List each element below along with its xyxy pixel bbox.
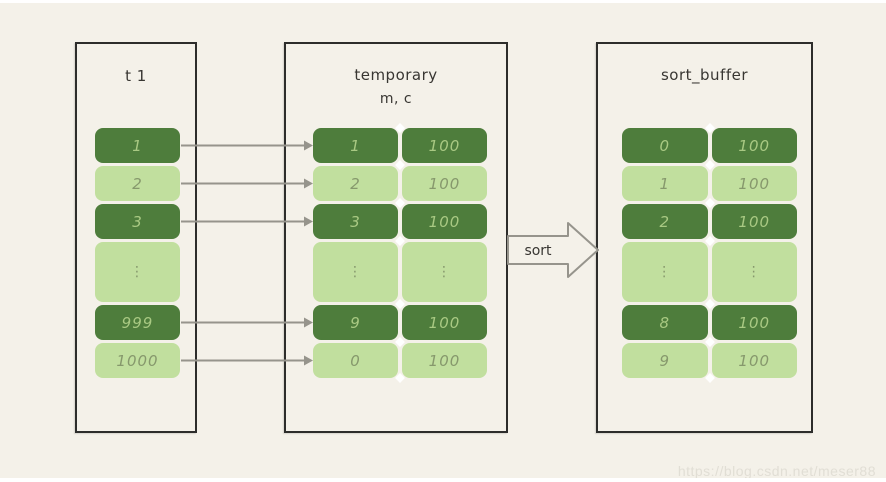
record-row: 3 [95, 204, 180, 239]
record-cell: 0 [313, 343, 398, 378]
record-cell: 9 [313, 305, 398, 340]
ellipsis-cell: ⋮ [711, 242, 797, 302]
sort-arrow-shape [507, 222, 599, 278]
table-t1-title: t 1 [125, 67, 147, 85]
record-cell: 3 [313, 204, 398, 239]
sort-buffer-title: sort_buffer [660, 66, 749, 84]
record-cell: 100 [402, 343, 487, 378]
record-cell: 100 [711, 204, 797, 239]
record-cell: 2 [622, 204, 708, 239]
ellipsis-cell: ⋮ [402, 242, 487, 302]
record-cell: 100 [402, 128, 487, 163]
record-cell: 8 [622, 305, 708, 340]
record-cell: 100 [711, 343, 797, 378]
sort-arrow: sort [507, 222, 599, 278]
record-cell: 2 [95, 166, 180, 201]
temporary-table-fields-label: m, c [379, 91, 413, 107]
record-cell: 100 [711, 166, 797, 201]
record-cell: 9 [622, 343, 708, 378]
record-cell: 100 [402, 305, 487, 340]
record-cell: 100 [402, 204, 487, 239]
top-edge-strip [0, 0, 886, 3]
record-cell: 100 [402, 166, 487, 201]
record-row: 2 [95, 166, 180, 201]
record-row: ⋮ [95, 242, 180, 302]
record-cell: 1 [313, 128, 398, 163]
record-cell: 1 [622, 166, 708, 201]
record-cell: 1 [95, 128, 180, 163]
temporary-table-title-line: temporary [354, 66, 438, 84]
record-row: ⋮⋮ [622, 242, 797, 302]
record-cell: 999 [95, 305, 180, 340]
record-cell: 3 [95, 204, 180, 239]
record-row: 1 [95, 128, 180, 163]
ellipsis-cell: ⋮ [313, 242, 398, 302]
record-cell: 100 [711, 128, 797, 163]
ellipsis-cell: ⋮ [95, 242, 180, 302]
record-row: 1000 [95, 343, 180, 378]
record-cell: 1000 [95, 343, 180, 378]
record-cell: 2 [313, 166, 398, 201]
record-row: ⋮⋮ [313, 242, 487, 302]
record-row: 999 [95, 305, 180, 340]
sort-arrow-label: sort [524, 243, 552, 259]
record-cell: 100 [711, 305, 797, 340]
temporary-table-title: temporary m, c [286, 63, 506, 111]
watermark: https://blog.csdn.net/meser88 [677, 463, 876, 479]
record-cell: 0 [622, 128, 708, 163]
bottom-edge-strip [0, 478, 886, 482]
ellipsis-cell: ⋮ [622, 242, 708, 302]
